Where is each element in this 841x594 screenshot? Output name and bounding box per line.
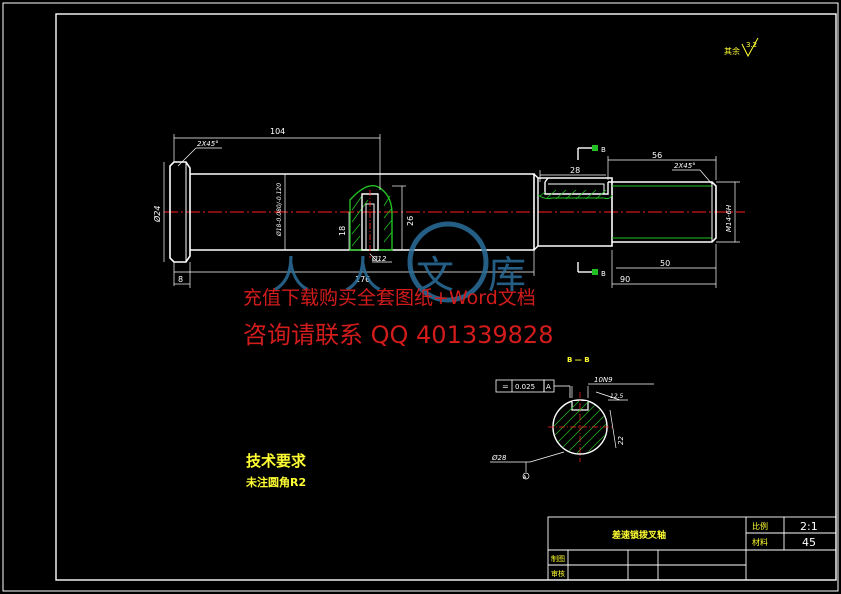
material-label: 材料: [752, 537, 768, 547]
scale-value: 2:1: [800, 520, 818, 533]
watermark-logo: 人人文库: [272, 221, 560, 303]
tech-title: 技术要求: [246, 452, 307, 470]
tech-item-1: 未注圆角R2: [245, 475, 306, 489]
dim-56: 56: [652, 151, 662, 160]
cross-hole: [361, 193, 379, 251]
dim-104: 104: [270, 127, 285, 136]
dim-26: 26: [406, 216, 415, 226]
section-title: B — B: [567, 356, 590, 364]
roughness-value: 3.2: [746, 41, 757, 49]
hole-section-hatch: [351, 195, 393, 247]
dim-28: 28: [570, 166, 580, 175]
inner-border: [55, 13, 837, 581]
section-radius: 22: [617, 436, 625, 445]
dim-18: 18: [338, 226, 347, 236]
roughness-note: 其余 3.2: [724, 37, 759, 58]
datum-marker: A: [522, 462, 530, 481]
dim-dia-24: Ø24: [152, 206, 162, 223]
tech-requirements: 技术要求 未注圆角R2: [245, 452, 307, 489]
dim-90: 90: [620, 275, 630, 284]
tol-symbol: =: [502, 382, 509, 391]
keyway: [544, 177, 612, 195]
dim-chamfer-right: 2X45°: [674, 162, 696, 170]
drawn-label: 制图: [551, 554, 565, 563]
main-view: B B 104 2X45° 176 8 90 50 56 28 2X45° Ø1…: [152, 127, 745, 288]
shaft-mid-section: [538, 177, 613, 247]
title-block-text: 差速锁拨叉轴 比例 2:1 材料 45 制图 审核: [551, 520, 818, 578]
dim-176: 176: [355, 275, 370, 284]
title-block: [547, 516, 837, 581]
section-mark-bottom: B: [601, 270, 606, 278]
key-width: 10N9: [594, 376, 613, 384]
watermark-line-2: 咨询请联系 QQ 401339828: [243, 321, 553, 349]
dim-chamfer-left: 2X45°: [197, 140, 219, 148]
dim-thread-spec: M14-6H: [725, 204, 733, 232]
dim-dia-18: Ø18-0.080/-0.120: [276, 183, 283, 237]
datum-letter: A: [523, 475, 527, 481]
dim-50: 50: [660, 259, 670, 268]
tol-datum: A: [546, 383, 551, 391]
scale-label: 比例: [752, 521, 768, 531]
section-dia: Ø28: [491, 454, 507, 462]
main-dimensions: [163, 134, 740, 288]
section-mark-top: B: [601, 146, 606, 154]
dim-8: 8: [178, 275, 183, 284]
key-depth: 12.5: [610, 393, 624, 400]
material-value: 45: [802, 536, 816, 549]
checked-label: 审核: [551, 569, 565, 578]
watermark-logo-text: 人人文库: [272, 253, 560, 297]
tolerance-frame: = 0.025 A: [495, 379, 571, 398]
section-marker-b: [577, 147, 592, 273]
tol-value: 0.025: [515, 383, 535, 391]
threaded-end: [612, 181, 717, 243]
dim-hole-dia: Ø12: [371, 255, 387, 263]
watermark-line-1: 充值下载购买全套图纸+Word文档: [243, 287, 536, 309]
roughness-label: 其余: [724, 46, 740, 56]
hole-section-outline: [349, 185, 393, 251]
part-name: 差速锁拨叉轴: [612, 529, 666, 541]
